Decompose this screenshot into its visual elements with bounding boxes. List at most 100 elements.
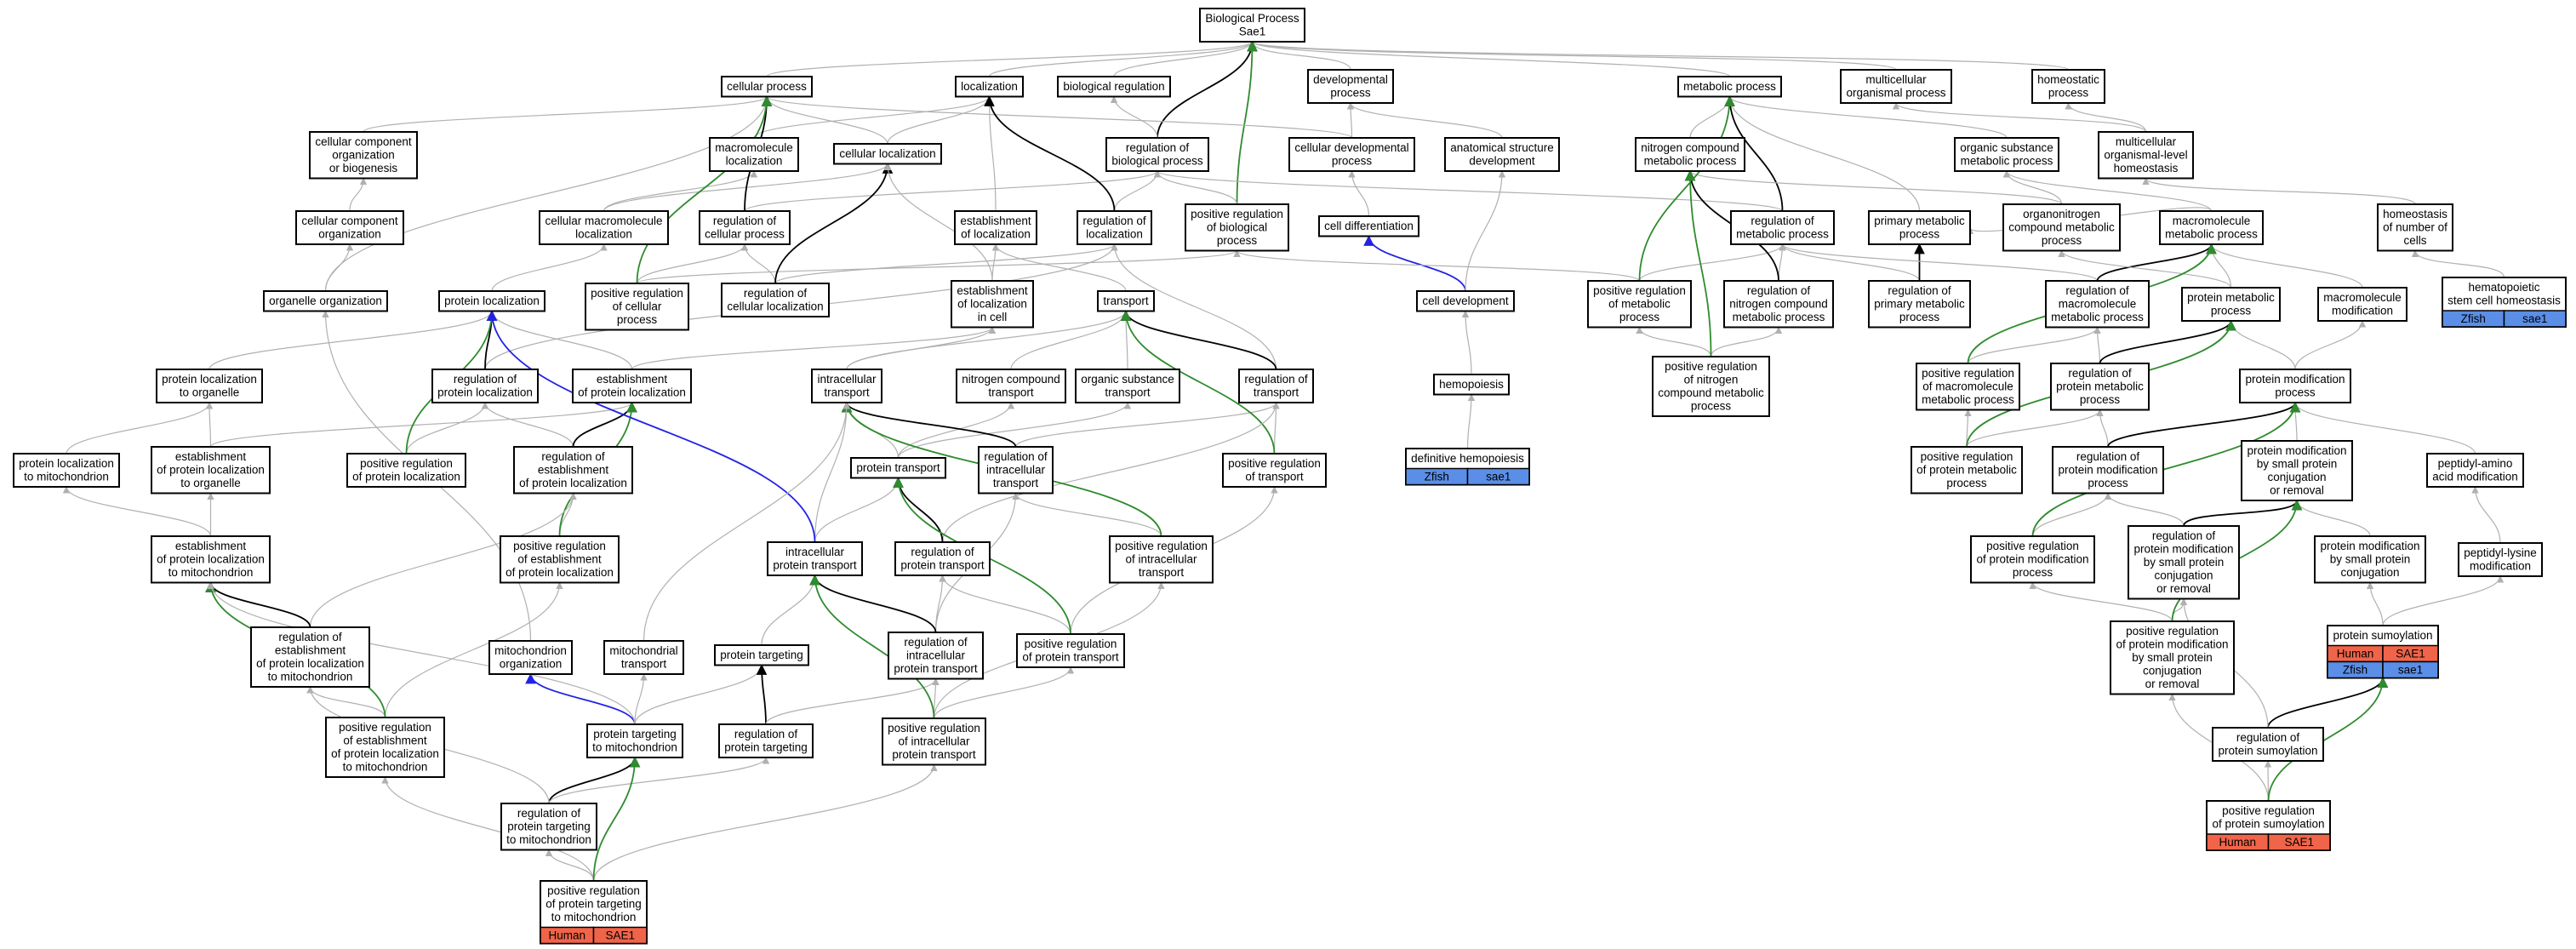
term-node-cdiff[interactable]: cell differentiation xyxy=(1318,215,1419,237)
edge-pmod-mm xyxy=(2294,320,2367,370)
term-node-ptarg[interactable]: protein targeting xyxy=(714,644,809,666)
term-label-line: organization xyxy=(332,149,395,162)
term-node-mp[interactable]: metabolic process xyxy=(1677,76,1782,98)
term-node-cp[interactable]: cellular process xyxy=(721,76,813,98)
term-node-cdev[interactable]: cell development xyxy=(1416,290,1515,312)
term-node-oo[interactable]: organelle organization xyxy=(263,290,388,312)
term-box xyxy=(833,143,942,165)
term-label-line: positive regulation xyxy=(339,721,431,734)
term-node-trans[interactable]: transport xyxy=(1097,290,1155,312)
term-node-br[interactable]: biological regulation xyxy=(1057,76,1171,98)
edge-rict-rot xyxy=(1014,402,1280,448)
term-node-hemo[interactable]: hemopoiesis xyxy=(1433,374,1510,396)
term-node-loc[interactable]: localization xyxy=(955,76,1024,98)
term-box xyxy=(714,644,809,666)
term-node-pl[interactable]: protein localization xyxy=(438,290,545,312)
edge-cdp-cp xyxy=(763,95,1353,139)
edge-pttm-mt xyxy=(634,673,648,725)
term-node-cl[interactable]: cellular localization xyxy=(833,143,942,165)
term-node-ptrans[interactable]: protein transport xyxy=(850,457,946,479)
